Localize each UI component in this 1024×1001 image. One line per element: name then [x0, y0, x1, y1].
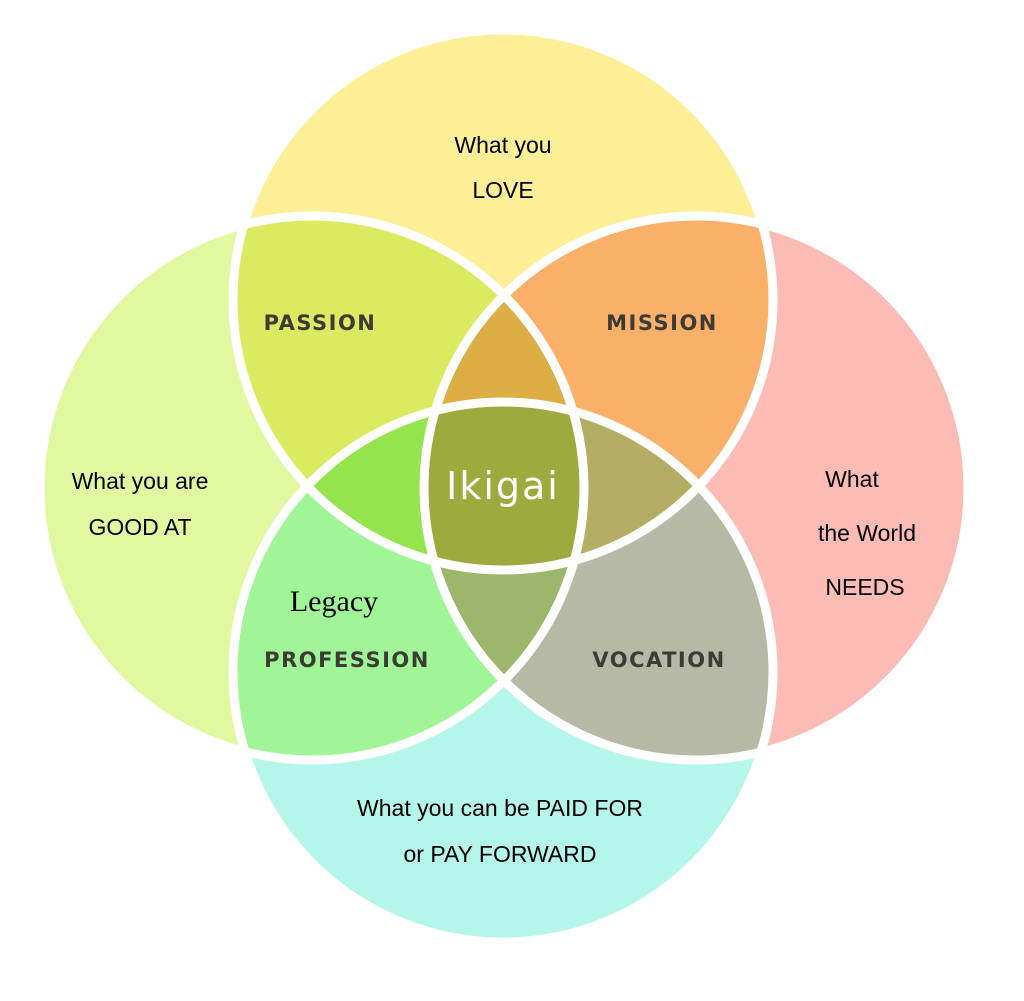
separator-good-at [35, 211, 589, 765]
label-paid-line2: or PAY FORWARD [404, 841, 597, 867]
label-paid-line1: What you can be PAID FOR [357, 795, 643, 821]
label-good-line1: What you are [72, 468, 209, 494]
label-world-line2: the World [818, 520, 916, 546]
label-legacy: Legacy [290, 585, 378, 618]
separator-love [228, 25, 778, 575]
label-profession: PROFESSION [264, 648, 430, 672]
label-world-line1: What [825, 466, 879, 492]
label-vocation: VOCATION [592, 648, 725, 672]
separator-world-needs [419, 211, 973, 765]
label-love-line2: LOVE [472, 177, 533, 203]
zone-good-world-paid [424, 402, 584, 760]
separator-paid-for [228, 397, 778, 947]
label-good-line2: GOOD AT [88, 514, 191, 540]
label-ikigai: Ikigai [446, 464, 560, 508]
label-world-line3: NEEDS [825, 574, 904, 600]
label-mission: MISSION [606, 311, 718, 335]
label-passion: PASSION [264, 311, 377, 335]
label-love-line1: What you [454, 132, 551, 158]
